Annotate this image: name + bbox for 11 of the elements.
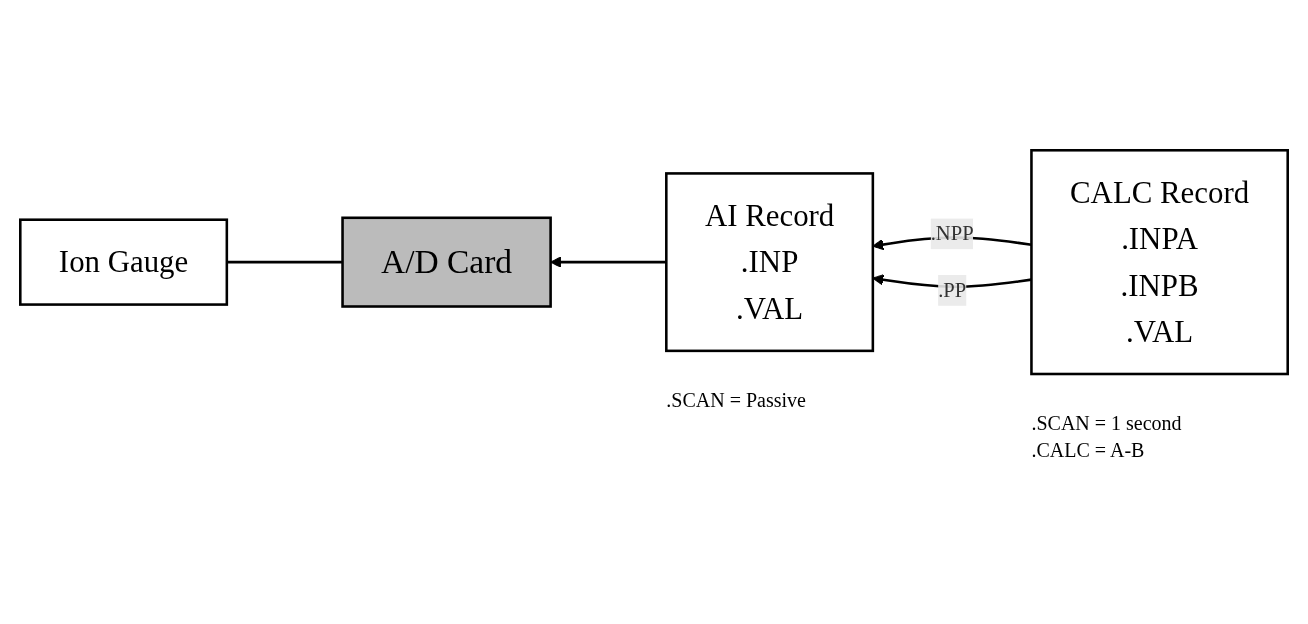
node-box: A/D Card: [341, 216, 552, 308]
node-box: CALC Record .INPA .INPB .VAL: [1030, 148, 1289, 376]
arrow: [550, 256, 667, 268]
node-box: AI Record .INP .VAL: [665, 172, 875, 352]
node-box: Ion Gauge: [19, 218, 229, 306]
edge-label: .PP: [938, 278, 967, 301]
edge-label: .NPP: [930, 222, 974, 244]
record-note: .SCAN = Passive: [666, 388, 806, 412]
record-note: .SCAN = 1 second: [1031, 411, 1182, 435]
record-note: .CALC = A-B: [1031, 438, 1146, 462]
connector: [226, 260, 343, 264]
